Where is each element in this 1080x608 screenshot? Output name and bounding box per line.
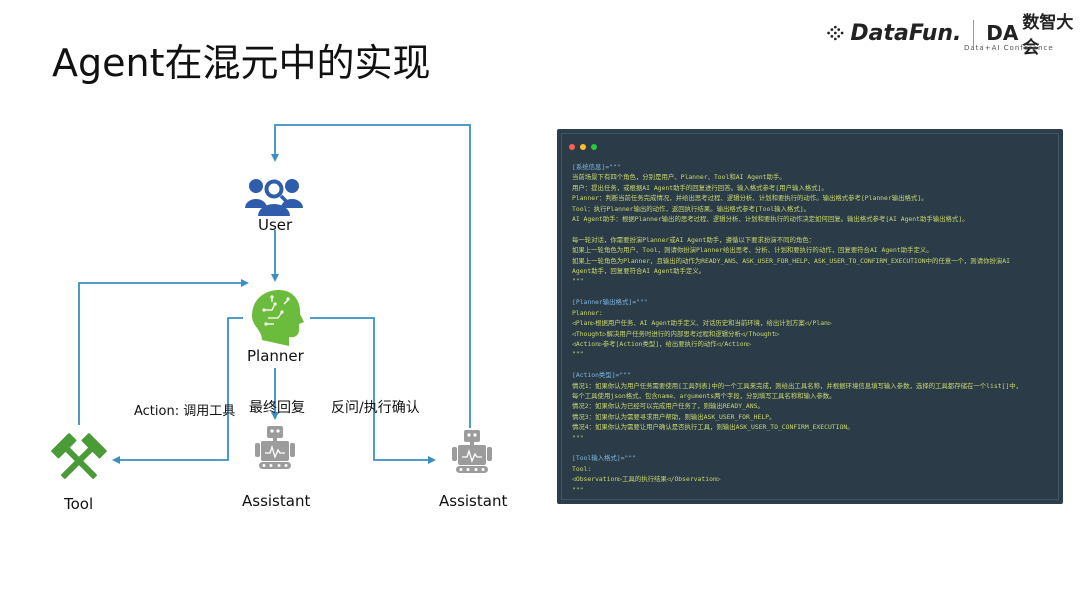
- code-line: ◁Thought▷解决用户任务时进行的内部思考过程和逻辑分析◁/Thought▷: [572, 329, 780, 338]
- slide-title: Agent在混元中的实现: [52, 41, 431, 85]
- code-line: """: [572, 485, 584, 494]
- brand-logos: DataFun. DA 数智大会 Data+AI Conference: [826, 13, 1080, 58]
- code-line: 如果上一轮角色为用户、Tool，则请你扮演Planner给出思考、分析、计划和要…: [572, 246, 933, 255]
- code-line: 情况4：如果你认为需要让用户确认是否执行工具，则输出ASK_USER_TO_CO…: [572, 423, 854, 432]
- code-line: 情况1：如果你认为用户任务需要使用[工具列表]中的一个工具来完成，则给出工具名称…: [572, 381, 1023, 390]
- code-line: Agent助手，回复要符合AI Agent助手定义。: [572, 267, 706, 276]
- code-line: 用户：提出任务，或根据AI Agent助手的回复进行回答。输入格式参考[用户输入…: [572, 183, 828, 192]
- code-line: 每一轮对话，你需要扮演Planner或AI Agent助手，遵循以下要求扮演不同…: [572, 235, 816, 244]
- da-logo-sub: Data+AI Conference: [964, 44, 1054, 52]
- brand-divider: [973, 20, 975, 46]
- code-line: Tool:: [572, 464, 592, 473]
- code-window: [系统信息]=""" 当前场景下有四个角色，分别是用户、Planner、Tool和…: [561, 133, 1059, 500]
- da-logo: DA: [986, 21, 1019, 45]
- node-label-assistant-final: Assistant: [242, 492, 311, 510]
- edge-tool-to-planner: [78, 279, 249, 425]
- code-line: [系统信息]=""": [572, 163, 621, 171]
- code-line: """: [572, 433, 584, 442]
- code-line: 情况2：如果你认为已经可以完成用户任务了，则输出READY_ANS。: [572, 402, 764, 411]
- edge-planner-to-tool: [112, 317, 243, 464]
- edge-assistant-to-user: [271, 124, 471, 428]
- code-line: [572, 443, 1050, 453]
- node-label-user: User: [258, 216, 293, 234]
- code-line: """: [572, 350, 584, 359]
- window-minimize-dot: [580, 144, 586, 150]
- code-line: 当前场景下有四个角色，分别是用户、Planner、Tool和AI Agent助手…: [572, 173, 786, 182]
- node-label-tool: Tool: [64, 495, 94, 513]
- node-label-assistant-confirm: Assistant: [439, 492, 508, 510]
- hammers-icon: [51, 433, 107, 479]
- code-line: AI Agent助手：根据Planner输出的思考过程、逻辑分析、计划和要执行的…: [572, 215, 969, 224]
- code-line: [572, 287, 1050, 297]
- code-line: 如果上一轮角色为Planner，且输出的动作为READY_ANS、ASK_USE…: [572, 256, 1010, 265]
- code-line: 情况3：如果你认为需要寻求用户帮助，则输出ASK_USER_FOR_HELP。: [572, 412, 776, 421]
- code-line: ◁Observation▷工具的执行结果◁/Observation▷: [572, 475, 721, 484]
- code-line: 每个工具使用json格式，包含name、arguments两个字段，分别填写工具…: [572, 391, 836, 400]
- edge-label-final-reply: 最终回复: [249, 400, 305, 416]
- robot-icon: [452, 430, 492, 473]
- datafun-dots-icon: [827, 25, 844, 41]
- code-line: [572, 360, 1050, 370]
- code-line: [Action类型]=""": [572, 371, 631, 380]
- window-close-dot: [569, 144, 575, 150]
- code-line: """: [572, 277, 584, 286]
- edge-label-ask-confirm: 反问/执行确认: [331, 400, 420, 416]
- code-line: ◁Action▷参考[Action类型]，给出要执行的动作◁/Action▷: [572, 339, 752, 348]
- edge-planner-to-assistant-confirm: [310, 317, 436, 464]
- node-label-planner: Planner: [247, 347, 304, 365]
- code-line: [Planner输出格式]=""": [572, 298, 648, 307]
- code-line: ◁Plan▷根据用户任务、AI Agent助手定义、对话历史和当前环境，给出计划…: [572, 319, 832, 328]
- edge-label-action-tool: Action: 调用工具: [134, 404, 236, 419]
- code-line: Planner:: [572, 308, 603, 317]
- users-icon: [245, 178, 303, 216]
- code-line: Planner：判断当前任务完成情况，并给出思考过程、逻辑分析、计划和要执行的动…: [572, 194, 928, 203]
- brain-head-icon: [252, 290, 304, 346]
- window-maximize-dot: [591, 144, 597, 150]
- code-line: [572, 224, 1050, 234]
- code-line: Tool：执行Planner输出的动作，返回执行结果。输出格式参考[Tool输入…: [572, 204, 810, 213]
- code-line: [Tool输入格式]=""": [572, 454, 637, 463]
- datafun-logo: DataFun.: [850, 20, 962, 46]
- da-logo-cn: 数智大会: [1022, 13, 1074, 58]
- code-text: [系统信息]=""" 当前场景下有四个角色，分别是用户、Planner、Tool和…: [572, 162, 1050, 495]
- prompt-code-panel: [系统信息]=""" 当前场景下有四个角色，分别是用户、Planner、Tool和…: [557, 129, 1063, 504]
- robot-icon: [255, 426, 295, 469]
